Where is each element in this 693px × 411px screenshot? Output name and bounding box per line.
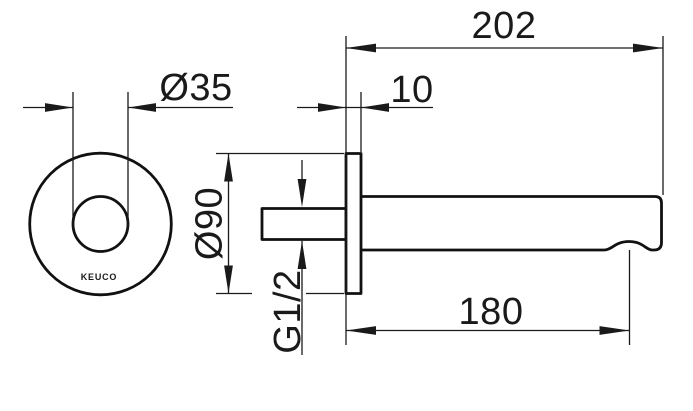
dim-label-flange-diameter: Ø90 <box>189 187 231 260</box>
arrowhead <box>128 103 156 112</box>
arrowhead <box>224 153 233 182</box>
arrowhead <box>361 103 389 112</box>
front-view: KEUCO <box>28 151 173 297</box>
spout-bore-circle <box>71 195 130 253</box>
dim-label-spout-diameter: Ø35 <box>159 67 232 109</box>
arrowhead <box>297 241 307 269</box>
dim-label-thread-size: G1/2 <box>267 269 309 353</box>
wall-flange-side <box>344 152 363 295</box>
arrowhead <box>318 103 346 112</box>
arrowhead <box>224 265 233 294</box>
dim-label-flange-thickness: 10 <box>390 69 433 111</box>
arrowhead <box>45 103 73 112</box>
arrowhead <box>297 179 307 207</box>
dim-label-total-length: 202 <box>472 5 537 47</box>
dim-total-length: 202 <box>345 5 664 345</box>
dim-label-spout-reach: 180 <box>459 291 524 333</box>
arrowhead <box>599 326 630 335</box>
arrowhead <box>346 43 376 53</box>
brand-logo: KEUCO <box>81 272 118 282</box>
arrowhead <box>633 43 663 53</box>
thread-connector <box>260 207 348 241</box>
dim-flange-diameter: Ø90 <box>189 152 344 295</box>
dim-thread-size: G1/2 <box>267 160 309 355</box>
spout-body <box>361 195 663 252</box>
side-view <box>260 152 663 295</box>
dim-flange-thickness: 10 <box>297 69 433 152</box>
dim-spout-reach: 180 <box>346 250 631 345</box>
arrowhead <box>346 326 376 335</box>
dim-spout-diameter: Ø35 <box>23 67 233 229</box>
